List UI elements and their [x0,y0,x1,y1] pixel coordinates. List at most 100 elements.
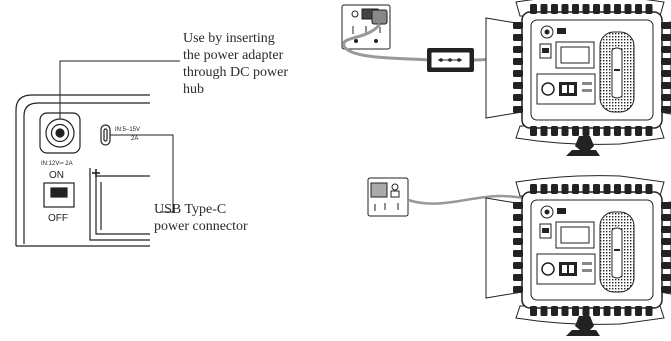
cooling-fin [661,238,671,245]
cooling-fin [513,58,523,65]
cooling-fin [513,286,523,293]
cooling-fin [661,262,671,269]
cooling-fin [661,94,671,101]
cooling-fin [513,226,523,233]
cooling-fin [593,4,600,14]
cooling-fin [645,306,653,316]
dc-rating-label: IN:12V═ 2A [41,161,73,167]
cooling-fin [614,4,621,14]
cooling-fin [551,126,558,136]
cooling-fin [661,214,671,221]
switch-off-label: OFF [48,213,68,224]
light-battery-inner [560,46,590,64]
cooling-fin [624,4,632,14]
cooling-fin [603,306,611,316]
cooling-fin [551,184,558,194]
cooling-fin [603,184,611,194]
light-grip-mark [614,69,620,71]
dc-power-callout-line: Use by inserting [183,31,275,46]
dc-power-callout-line: the power adapter [183,48,284,63]
cooling-fin [513,70,523,77]
light-fine-print [582,269,592,272]
light-grip [611,227,623,279]
cooling-fin [624,306,632,316]
cooling-fin [513,106,523,113]
cooling-fin [582,4,590,14]
dc-power-callout: Use by inserting the power adapter throu… [183,30,288,98]
cooling-fin [603,126,611,136]
light-display-digit [562,265,567,273]
cooling-fin [513,262,523,269]
usb-rating-label-2: 2A [131,136,138,142]
cooling-fin [582,306,590,316]
light-switch-toggle [542,48,549,53]
wall-outlet-bottom [367,177,409,217]
cooling-fin [572,126,579,136]
control-panel-closeup [15,60,180,247]
light-dial [541,82,555,96]
light-grip-mark [614,249,620,251]
light-switch-toggle [542,228,549,233]
usb-c-callout-line: USB Type-C [154,202,227,217]
light-display [559,82,577,96]
cooling-fin [561,126,569,136]
usb-rating-label-1: IN:5–15V [115,127,140,133]
cooling-fin [530,184,537,194]
cooling-fin [572,306,579,316]
light-fine-print [582,82,592,85]
usb-c-port [100,124,111,146]
cooling-fin [513,274,523,281]
cooling-fin [645,126,653,136]
light-display-digit [569,265,574,273]
cooling-fin [513,202,523,209]
cooling-fin [661,22,671,29]
cooling-fin [582,184,590,194]
cooling-fin [530,126,537,136]
cooling-fin [635,4,642,14]
cooling-fin [572,184,579,194]
cooling-fin [635,184,642,194]
dc-power-callout-line: hub [183,82,204,97]
cooling-fin [661,34,671,41]
light-fine-print [582,262,592,265]
cooling-fin [551,306,558,316]
mount-neck [575,136,594,150]
barn-door-left [485,197,523,299]
light-battery-inner [560,226,590,244]
power-adapter-brick [427,48,474,72]
cooling-fin [624,184,632,194]
cooling-fin [513,82,523,89]
switch-on-label: ON [49,170,64,181]
adapter-cable-to-outlet [342,22,429,62]
cooling-fin [661,70,671,77]
mount-neck [575,316,594,330]
cooling-fin [513,94,523,101]
cooling-fin [540,126,548,136]
usb-c-callout-line: power connector [154,219,248,234]
led-light-top [485,0,671,156]
cooling-fin [540,4,548,14]
light-fine-print [582,89,592,92]
cooling-fin [540,184,548,194]
cooling-fin [513,250,523,257]
cooling-fin [561,306,569,316]
cooling-fin [513,238,523,245]
cooling-fin [593,184,600,194]
cooling-fin [603,4,611,14]
cooling-fin [540,306,548,316]
power-switch [43,182,75,208]
cooling-fin [661,82,671,89]
cooling-fin [614,126,621,136]
barn-door-left [485,17,523,119]
light-display-digit [562,85,567,93]
cooling-fin [561,4,569,14]
cooling-fin [572,4,579,14]
usb-c-callout: USB Type-C power connector [154,201,248,235]
cooling-fin [661,250,671,257]
light-usb-port [557,208,566,214]
adapter-plug [371,9,388,25]
cooling-fin [645,184,653,194]
cooling-fin [513,214,523,221]
cooling-fin [551,4,558,14]
